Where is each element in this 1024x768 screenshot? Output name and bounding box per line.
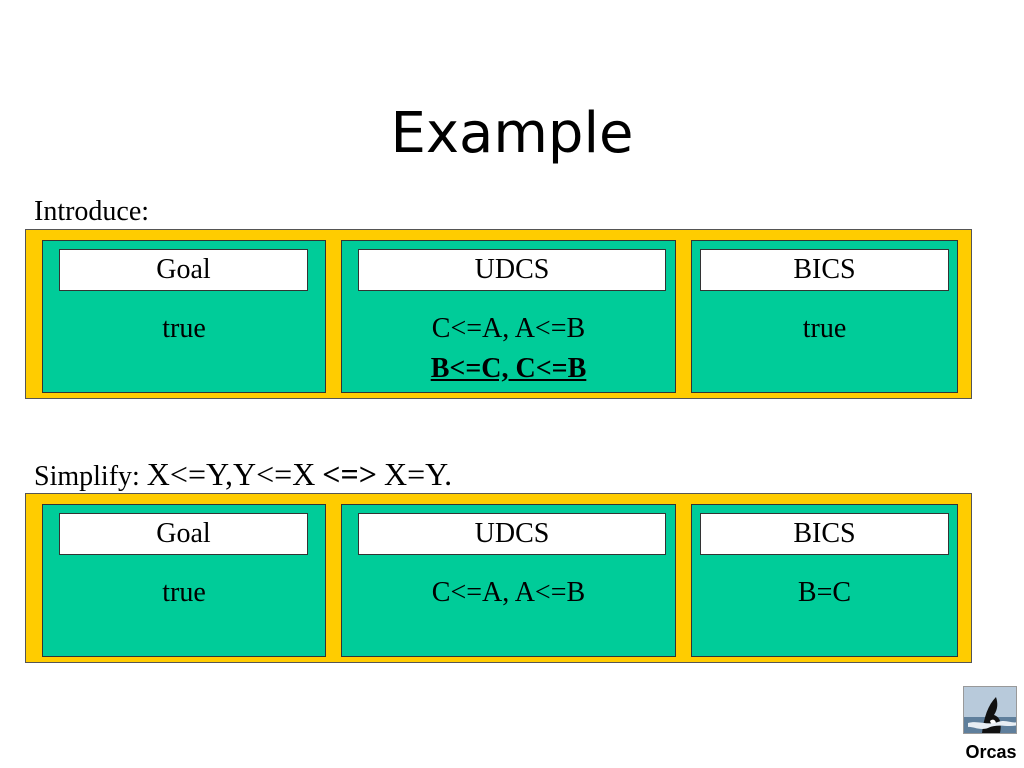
udcs-constraints: C<=A, A<=B [431, 313, 586, 344]
bics-panel: BICS true [691, 240, 958, 393]
bics-panel: BICS B=C [691, 504, 958, 657]
simplify-state-box: Goal true UDCS C<=A, A<=B BICS B=C [25, 493, 972, 663]
simplify-rule-arrow: <=> [322, 456, 377, 492]
goal-panel: Goal true [42, 240, 326, 393]
simplify-label-text: Simplify: [34, 461, 140, 492]
udcs-header: UDCS [358, 513, 666, 555]
logo-caption: Orcas [965, 742, 1017, 762]
goal-value: true [162, 313, 206, 344]
udcs-panel: UDCS C<=A, A<=B [341, 504, 676, 657]
slide-title: Example [390, 101, 634, 166]
goal-header: Goal [59, 249, 308, 291]
goal-panel: Goal true [42, 504, 326, 657]
simplify-rule-right: X=Y. [384, 456, 453, 492]
goal-header: Goal [59, 513, 308, 555]
introduce-state-box: Goal true UDCS C<=A, A<=B B<=C, C<=B BIC… [25, 229, 972, 399]
simplify-label: Simplify: X<=Y,Y<=X <=> X=Y. [34, 458, 452, 493]
udcs-header: UDCS [358, 249, 666, 291]
udcs-panel: UDCS C<=A, A<=B B<=C, C<=B [341, 240, 676, 393]
orca-logo-icon [963, 686, 1017, 734]
udcs-new-constraints: B<=C, C<=B [430, 353, 587, 384]
introduce-label: Introduce: [34, 196, 150, 227]
bics-header: BICS [700, 513, 949, 555]
bics-value: true [802, 313, 847, 344]
bics-header: BICS [700, 249, 949, 291]
goal-value: true [162, 577, 206, 608]
udcs-constraints: C<=A, A<=B [431, 577, 586, 608]
bics-value: B=C [797, 577, 852, 608]
simplify-rule-left: X<=Y,Y<=X [146, 456, 316, 492]
